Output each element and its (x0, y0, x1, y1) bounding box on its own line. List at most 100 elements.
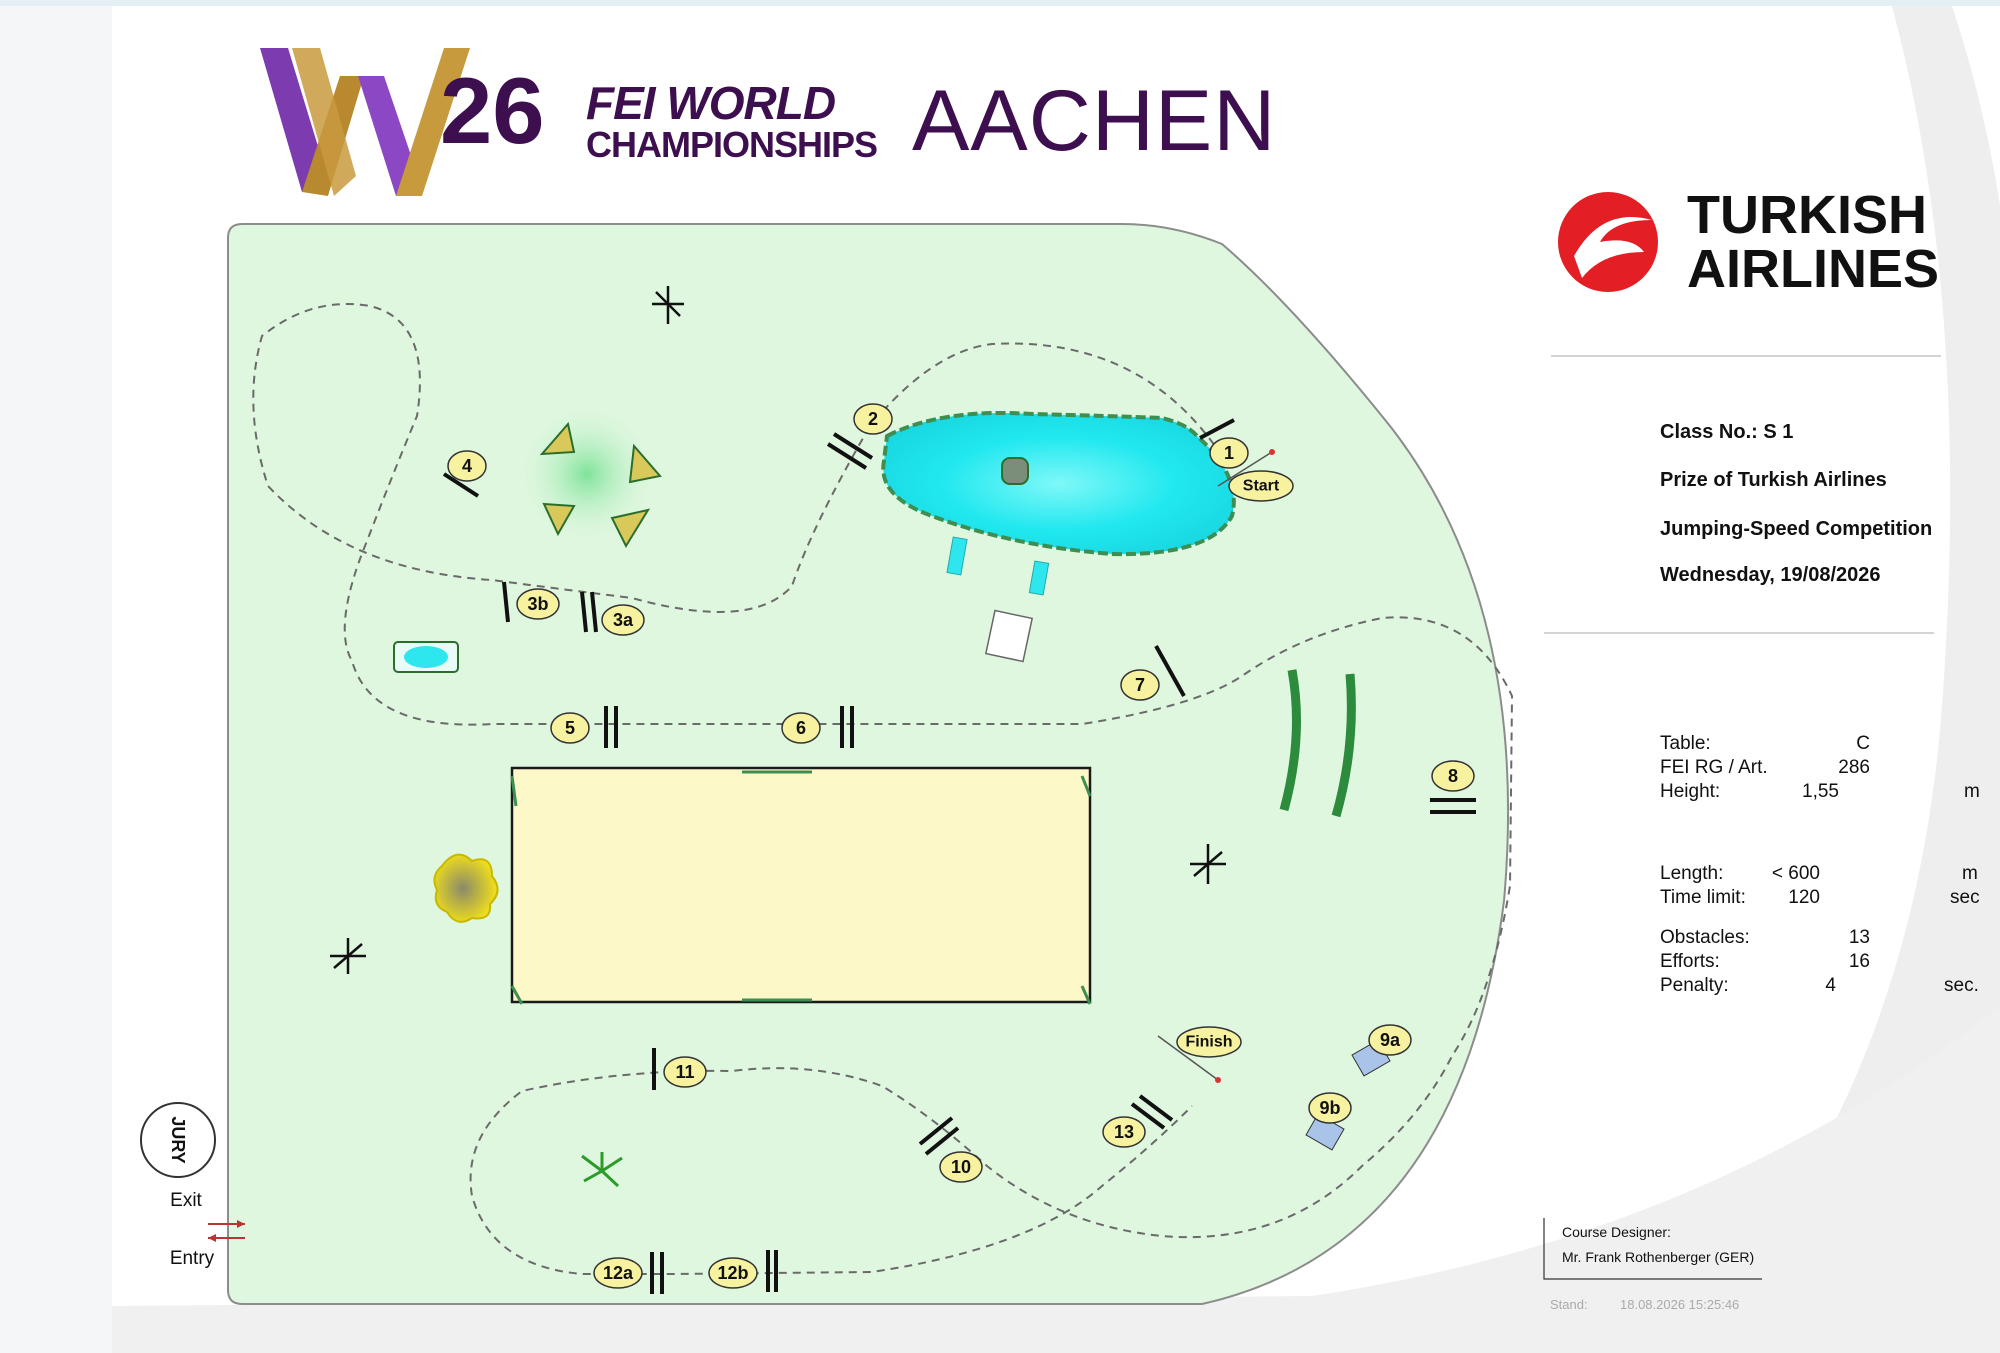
org-line1: FEI WORLD (586, 77, 836, 129)
length-value: < 600 (1771, 863, 1820, 884)
label-start-text: Start (1243, 478, 1280, 495)
label-9a-text: 9a (1380, 1030, 1401, 1050)
water-tray (946, 536, 968, 576)
obstacle-6 (840, 706, 854, 748)
height-value: 1,55 (1802, 781, 1839, 802)
start-line (1217, 451, 1273, 487)
course-plan-sheet: Start 1 2 3a 3b 4 5 6 7 8 9a 9b 10 11 12… (112, 6, 2000, 1353)
viewer-left-margin (0, 6, 113, 1353)
label-8: 8 (1431, 760, 1475, 792)
label-2: 2 (853, 403, 893, 435)
start-flag (1269, 449, 1275, 455)
time-unit: sec (1950, 887, 1980, 908)
label-10: 10 (939, 1151, 983, 1183)
table-value: C (1856, 733, 1870, 754)
obstacles-value: 13 (1848, 927, 1870, 948)
label-12a-text: 12a (603, 1263, 634, 1283)
obstacle-3a (580, 591, 598, 633)
class-prize: Prize of Turkish Airlines (1660, 469, 1887, 491)
jury-circle (140, 1102, 216, 1178)
label-2-text: 2 (868, 409, 878, 429)
class-date: Wednesday, 19/08/2026 (1660, 564, 1881, 586)
obstacle-13 (1130, 1094, 1174, 1130)
label-12b: 12b (708, 1257, 758, 1289)
label-12a: 12a (593, 1257, 643, 1289)
background-swirl (112, 1006, 2000, 1353)
label-finish: Finish (1176, 1026, 1242, 1058)
label-1-text: 1 (1224, 443, 1234, 463)
decor-star (1190, 844, 1226, 884)
obstacle-7 (1154, 645, 1186, 697)
finish-line (1157, 1035, 1219, 1081)
rg-label: FEI RG / Art. (1660, 757, 1768, 778)
sponsor-line1: TURKISH (1687, 185, 1927, 245)
exit-label: Exit (170, 1190, 202, 1211)
table-label: Table: (1660, 733, 1711, 754)
label-9a: 9a (1368, 1024, 1412, 1056)
obstacles-label: Obstacles: (1660, 927, 1750, 948)
background-swirl (1672, 6, 2000, 1353)
designer-box (1543, 1218, 1762, 1280)
label-9b: 9b (1308, 1092, 1352, 1124)
label-12b-text: 12b (717, 1263, 748, 1283)
label-7-text: 7 (1135, 675, 1145, 695)
finish-flag (1215, 1077, 1221, 1083)
judge-box (984, 609, 1034, 663)
stand-value: 18.08.2026 15:25:46 (1620, 1297, 1740, 1312)
obstacle-12b (766, 1250, 778, 1292)
sponsor-line2: AIRLINES (1687, 239, 1940, 299)
label-3a-text: 3a (613, 610, 634, 630)
hedge-left (1279, 669, 1301, 812)
label-11: 11 (663, 1056, 707, 1088)
height-label: Height: (1660, 781, 1721, 802)
designer-name: Mr. Frank Rothenberger (GER) (1562, 1249, 1755, 1265)
decor-corner (539, 421, 662, 549)
label-6: 6 (781, 712, 821, 744)
obstacle-4 (442, 472, 480, 498)
label-7: 7 (1120, 669, 1160, 701)
palm-plant (581, 1152, 623, 1188)
penalty-unit: sec. (1944, 975, 1979, 996)
event-year: 26 (440, 58, 545, 163)
decor-star (330, 938, 366, 974)
efforts-label: Efforts: (1660, 951, 1720, 972)
hedge-right (1331, 673, 1356, 818)
time-value: 120 (1788, 887, 1820, 908)
label-13-text: 13 (1114, 1122, 1134, 1142)
stand-label: Stand: (1550, 1297, 1588, 1312)
label-1: 1 (1209, 437, 1249, 469)
class-number: Class No.: S 1 (1660, 421, 1794, 443)
obstacle-5 (604, 706, 618, 748)
label-5: 5 (550, 712, 590, 744)
entry-arrow-head (208, 1234, 216, 1242)
label-13: 13 (1102, 1116, 1146, 1148)
time-label: Time limit: (1660, 887, 1746, 908)
obstacle-8 (1430, 798, 1476, 814)
penalty-label: Penalty: (1660, 975, 1729, 996)
designer-label: Course Designer: (1562, 1224, 1671, 1240)
top-bar (0, 0, 2000, 6)
obstacle-12a (650, 1252, 664, 1294)
label-start: Start (1228, 470, 1294, 502)
entry-label: Entry (170, 1248, 215, 1269)
rg-value: 286 (1838, 757, 1870, 778)
city-title: AACHEN (912, 73, 1277, 169)
efforts-value: 16 (1848, 951, 1870, 972)
class-competition: Jumping-Speed Competition (1660, 518, 1933, 540)
label-6-text: 6 (796, 718, 806, 738)
exit-arrow-head (237, 1220, 245, 1228)
label-3a: 3a (601, 604, 645, 636)
org-line2: CHAMPIONSHIPS (586, 124, 878, 165)
obstacle-1 (1199, 418, 1235, 440)
pond-island (1001, 457, 1029, 485)
height-unit: m (1964, 781, 1980, 802)
label-5-text: 5 (565, 718, 575, 738)
arena-hedges (510, 770, 1092, 1005)
turkish-airlines-logo-icon (1558, 192, 1658, 292)
sand-arena (510, 766, 1092, 1004)
water-tray (1028, 560, 1050, 596)
small-water-fill (404, 646, 448, 668)
label-10-text: 10 (951, 1157, 971, 1177)
label-4: 4 (447, 450, 487, 482)
label-9b-text: 9b (1319, 1098, 1340, 1118)
